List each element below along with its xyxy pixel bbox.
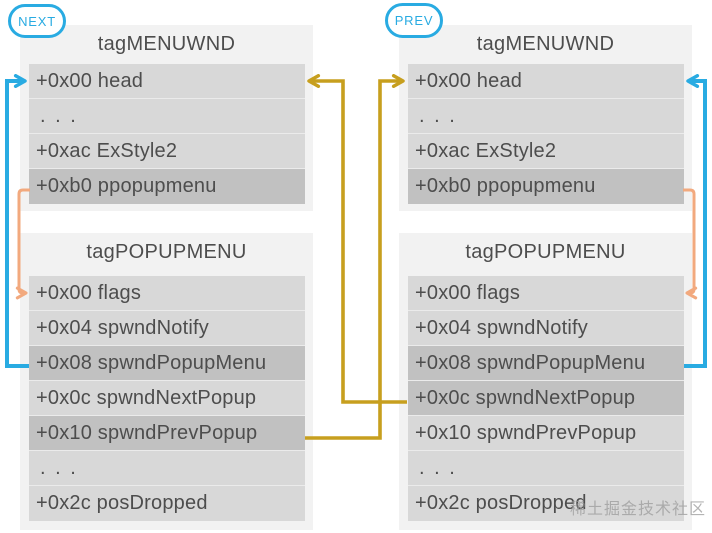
- field-row-spwndpopupmenu: +0x08 spwndPopupMenu: [408, 346, 684, 381]
- field-row-head: +0x00 head: [408, 64, 684, 99]
- field-row-spwndnotify: +0x04 spwndNotify: [408, 311, 684, 346]
- field-row-head: +0x00 head: [29, 64, 305, 99]
- field-list: +0x00 flags +0x04 spwndNotify +0x08 spwn…: [408, 276, 684, 521]
- field-row-exstyle2: +0xac ExStyle2: [29, 134, 305, 169]
- struct-tagpopupmenu-next: tagPOPUPMENU +0x00 flags +0x04 spwndNoti…: [20, 233, 313, 530]
- field-row-ellipsis: . . .: [29, 451, 305, 486]
- field-row-spwndnextpopup: +0x0c spwndNextPopup: [408, 381, 684, 416]
- struct-title: tagMENUWND: [97, 33, 236, 55]
- field-row-ellipsis: . . .: [408, 451, 684, 486]
- field-row-spwndnotify: +0x04 spwndNotify: [29, 311, 305, 346]
- field-row-spwndprevpopup: +0x10 spwndPrevPopup: [29, 416, 305, 451]
- field-list: +0x00 head . . . +0xac ExStyle2 +0xb0 pp…: [29, 64, 305, 204]
- field-list: +0x00 head . . . +0xac ExStyle2 +0xb0 pp…: [408, 64, 684, 204]
- struct-title: tagMENUWND: [476, 33, 615, 55]
- struct-tagmenuwnd-prev: tagMENUWND +0x00 head . . . +0xac ExStyl…: [399, 25, 692, 211]
- struct-tagmenuwnd-next: tagMENUWND +0x00 head . . . +0xac ExStyl…: [20, 25, 313, 211]
- field-row-posdropped: +0x2c posDropped: [29, 486, 305, 521]
- field-row-ppopupmenu: +0xb0 ppopupmenu: [408, 169, 684, 204]
- field-list: +0x00 flags +0x04 spwndNotify +0x08 spwn…: [29, 276, 305, 521]
- struct-title: tagPOPUPMENU: [86, 241, 247, 263]
- field-row-flags: +0x00 flags: [408, 276, 684, 311]
- field-row-spwndpopupmenu: +0x08 spwndPopupMenu: [29, 346, 305, 381]
- next-badge: NEXT: [8, 4, 66, 38]
- prev-badge: PREV: [385, 3, 443, 38]
- field-row-ellipsis: . . .: [408, 99, 684, 134]
- struct-title: tagPOPUPMENU: [465, 241, 626, 263]
- field-row-ppopupmenu: +0xb0 ppopupmenu: [29, 169, 305, 204]
- field-row-spwndprevpopup: +0x10 spwndPrevPopup: [408, 416, 684, 451]
- field-row-flags: +0x00 flags: [29, 276, 305, 311]
- struct-tagpopupmenu-prev: tagPOPUPMENU +0x00 flags +0x04 spwndNoti…: [399, 233, 692, 530]
- field-row-exstyle2: +0xac ExStyle2: [408, 134, 684, 169]
- arrow-next-spwndprevpopup-to-prev-head: [305, 74, 405, 440]
- arrow-prev-spwndnextpopup-to-next-head: [307, 74, 407, 404]
- field-row-ellipsis: . . .: [29, 99, 305, 134]
- field-row-posdropped: +0x2c posDropped: [408, 486, 684, 521]
- field-row-spwndnextpopup: +0x0c spwndNextPopup: [29, 381, 305, 416]
